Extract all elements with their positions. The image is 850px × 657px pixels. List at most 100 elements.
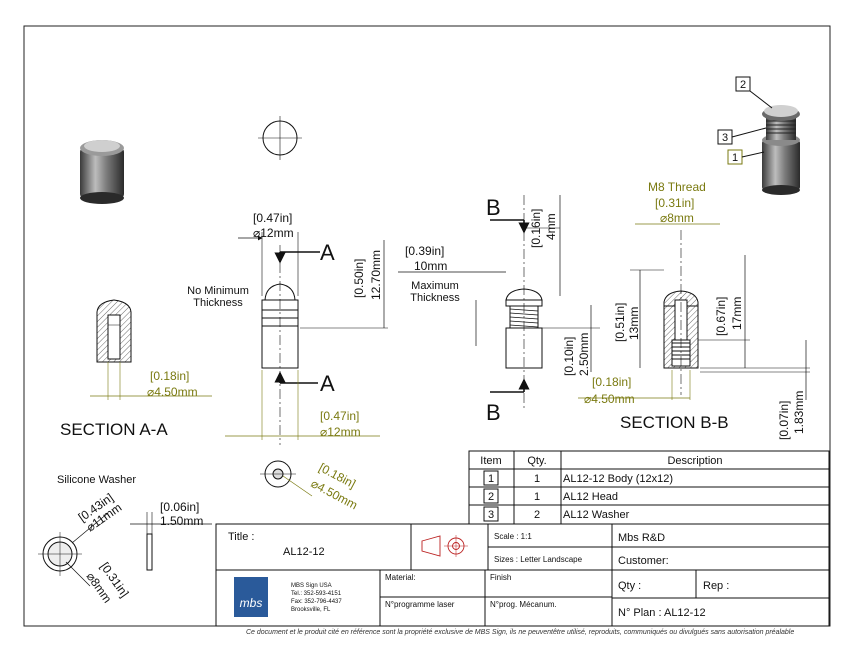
cut-line-a-top: A xyxy=(274,240,335,265)
iso-view-right xyxy=(762,105,800,195)
qty-label: Qty : xyxy=(618,580,641,592)
svg-text:4mm: 4mm xyxy=(544,213,558,240)
svg-text:AL12-12 Body (12x12): AL12-12 Body (12x12) xyxy=(563,473,673,485)
title-block xyxy=(215,523,830,627)
svg-text:[0.47in]: [0.47in] xyxy=(253,211,292,225)
svg-text:Description: Description xyxy=(667,455,722,467)
dim-bb-h2: [0.67in] 17mm xyxy=(698,255,750,368)
svg-text:2: 2 xyxy=(740,79,746,91)
balloon-2: 2 xyxy=(735,76,773,109)
washer-center-view xyxy=(260,460,296,488)
dim-bb-hole: [0.18in] ⌀4.50mm xyxy=(578,370,691,406)
svg-text:10mm: 10mm xyxy=(414,259,447,273)
m8-thread-label: M8 Thread xyxy=(648,180,706,194)
scale-text: Scale : 1:1 xyxy=(494,532,532,541)
svg-text:1.50mm: 1.50mm xyxy=(160,514,203,528)
svg-text:[0.18in]: [0.18in] xyxy=(592,375,631,389)
dim-a-height: [0.50in] 12.70mm xyxy=(300,240,388,329)
dim-a-width: [0.47in] ⌀12mm xyxy=(238,211,299,296)
svg-text:Qty.: Qty. xyxy=(527,455,546,467)
svg-text:⌀12mm: ⌀12mm xyxy=(320,425,361,439)
svg-text:2.50mm: 2.50mm xyxy=(577,333,591,376)
title-label: Title : xyxy=(228,531,255,543)
svg-text:[0.06in]: [0.06in] xyxy=(160,500,199,514)
svg-text:⌀12mm: ⌀12mm xyxy=(253,226,294,240)
svg-text:1.83mm: 1.83mm xyxy=(792,391,806,434)
dim-washer-hole: [0.18in] ⌀4.50mm xyxy=(282,460,360,512)
svg-text:12.70mm: 12.70mm xyxy=(369,250,383,300)
silicone-washer-label: Silicone Washer xyxy=(57,474,136,486)
svg-text:[0.10in]: [0.10in] xyxy=(562,337,576,376)
svg-text:1: 1 xyxy=(534,473,540,485)
cut-line-b-top: B xyxy=(486,195,530,234)
svg-text:AL12 Washer: AL12 Washer xyxy=(563,509,630,521)
dim-b-top: [0.16in] 4mm xyxy=(524,195,561,296)
svg-text:1: 1 xyxy=(488,473,494,485)
svg-text:⌀8mm: ⌀8mm xyxy=(660,211,694,225)
svg-text:17mm: 17mm xyxy=(730,297,744,330)
dim-washer-thick: [0.06in] 1.50mm xyxy=(130,500,212,534)
svg-text:[0.07in]: [0.07in] xyxy=(777,401,791,440)
dim-b-head: [0.39in] 10mm xyxy=(398,244,506,346)
svg-text:2: 2 xyxy=(488,491,494,503)
prog-laser-label: N°programme laser xyxy=(385,600,455,609)
svg-text:[0.16in]: [0.16in] xyxy=(529,209,543,248)
svg-text:3: 3 xyxy=(722,132,728,144)
table-row: 1 1 AL12-12 Body (12x12) xyxy=(483,470,673,486)
svg-text:A: A xyxy=(320,240,335,265)
finish-label: Finish xyxy=(490,573,511,582)
table-row: 2 1 AL12 Head xyxy=(483,488,618,504)
title-value: AL12-12 xyxy=(283,546,325,558)
iso-view-left xyxy=(80,140,124,204)
dim-bb-h1: [0.51in] 13mm xyxy=(613,269,664,368)
cut-line-a-bottom: A xyxy=(274,371,335,396)
svg-text:AL12 Head: AL12 Head xyxy=(563,491,618,503)
svg-text:1: 1 xyxy=(534,491,540,503)
balloon-1: 1 xyxy=(727,149,765,165)
company-line-1: MBS Sign USA xyxy=(291,583,332,589)
section-a-a-view xyxy=(96,299,132,363)
footer-disclaimer: Ce document et le produit cité en référe… xyxy=(246,629,795,636)
section-a-a-label: SECTION A-A xyxy=(60,420,168,439)
dim-washer-outer: [0.43in] ⌀11mm xyxy=(71,490,124,544)
svg-text:[0.50in]: [0.50in] xyxy=(352,259,366,298)
svg-text:B: B xyxy=(486,195,501,220)
mbs-logo: mbs xyxy=(234,577,268,617)
svg-text:2: 2 xyxy=(534,509,540,521)
bom-table: Item Qty. Description 1 1 AL12-12 Body (… xyxy=(468,450,830,525)
customer-label: Customer: xyxy=(618,555,669,567)
svg-text:[0.67in]: [0.67in] xyxy=(714,297,728,336)
dim-bb-bottom: [0.07in] 1.83mm xyxy=(700,340,810,440)
dim-thread: [0.31in] ⌀8mm xyxy=(635,196,720,225)
svg-text:1: 1 xyxy=(732,152,738,164)
dim-b-gap: [0.10in] 2.50mm xyxy=(542,305,600,376)
svg-text:mbs: mbs xyxy=(240,596,263,610)
svg-text:[0.39in]: [0.39in] xyxy=(405,244,444,258)
dim-washer-inner: [0.31in] ⌀8mm xyxy=(65,560,132,605)
svg-text:[0.47in]: [0.47in] xyxy=(320,409,359,423)
company-line-3: Fax: 352-796-4437 xyxy=(291,599,342,605)
company-dept: Mbs R&D xyxy=(618,532,665,544)
material-label: Material: xyxy=(385,573,416,582)
silicone-washer-view xyxy=(38,532,153,576)
top-view-circle xyxy=(258,116,302,160)
svg-text:[0.18in]: [0.18in] xyxy=(150,369,189,383)
svg-text:B: B xyxy=(486,400,501,425)
plan-number: N° Plan : AL12-12 xyxy=(618,607,706,619)
rep-label: Rep : xyxy=(703,580,729,592)
company-line-2: Tel.: 352-593-4151 xyxy=(291,591,342,597)
svg-text:[0.31in]: [0.31in] xyxy=(655,196,694,210)
svg-text:[0.51in]: [0.51in] xyxy=(613,303,627,342)
prog-meca-label: N°prog. Mécanum. xyxy=(490,600,557,609)
balloon-3: 3 xyxy=(717,127,767,145)
projection-symbol xyxy=(421,535,468,557)
svg-text:13mm: 13mm xyxy=(627,307,641,340)
sizes-text: Sizes : Letter Landscape xyxy=(494,555,583,564)
company-line-4: Brooksville, FL xyxy=(291,607,331,613)
sheet-border xyxy=(23,25,831,627)
svg-text:3: 3 xyxy=(488,509,494,521)
table-row: 3 2 AL12 Washer xyxy=(483,506,630,522)
